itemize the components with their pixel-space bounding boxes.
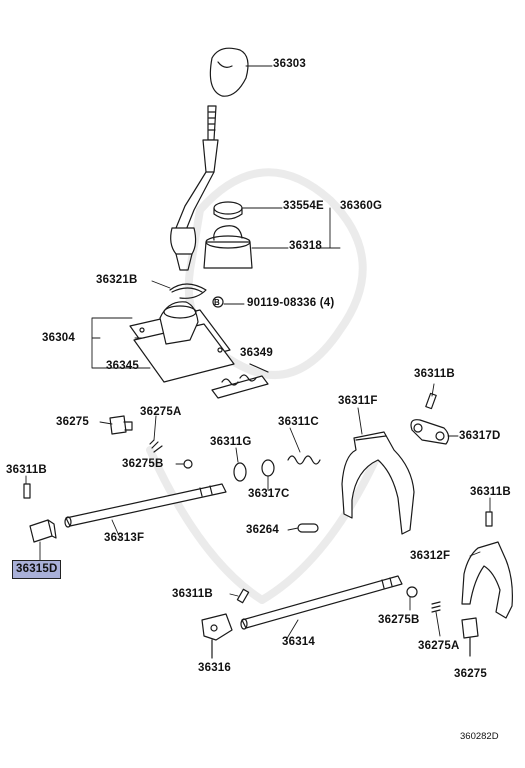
part-36321b bbox=[169, 283, 207, 299]
label-36303: 36303 bbox=[273, 58, 306, 70]
ring-36311g bbox=[233, 462, 247, 482]
ball-36275b bbox=[183, 459, 193, 469]
part-36349 bbox=[211, 363, 269, 399]
label-36313f: 36313F bbox=[104, 532, 145, 544]
pin-36311b-a bbox=[425, 392, 437, 410]
part-36318 bbox=[203, 225, 253, 269]
shaft-36313f bbox=[64, 483, 227, 528]
label-36311b-b: 36311B bbox=[6, 464, 47, 476]
label-36318: 36318 bbox=[289, 240, 322, 252]
label-36321b: 36321B bbox=[96, 274, 138, 286]
pin-36311b-b bbox=[23, 483, 31, 499]
spring-36311c bbox=[287, 455, 321, 465]
pin-36311b-d bbox=[485, 511, 493, 527]
label-36311g: 36311G bbox=[210, 436, 252, 448]
label-33554e: 33554E bbox=[283, 200, 324, 212]
ball-36275b-right bbox=[406, 586, 418, 598]
label-36311c: 36311C bbox=[278, 416, 319, 428]
part-36304-housing bbox=[129, 301, 235, 383]
shift-knob bbox=[209, 47, 249, 97]
leaders-bottom bbox=[25, 383, 491, 641]
label-36264: 36264 bbox=[246, 524, 279, 536]
leaders-top bbox=[91, 65, 341, 369]
part-36315d bbox=[29, 519, 57, 543]
part-36312f bbox=[461, 541, 513, 619]
label-36304: 36304 bbox=[42, 332, 75, 344]
label-36312f: 36312F bbox=[410, 550, 451, 562]
label-36314: 36314 bbox=[282, 636, 315, 648]
label-36311f: 36311F bbox=[338, 395, 378, 407]
part-36316 bbox=[201, 613, 233, 659]
bolt-marker-letter: B bbox=[214, 298, 220, 307]
illustration-code: 360282D bbox=[460, 731, 499, 742]
label-36311b-d: 36311B bbox=[470, 486, 511, 498]
spring-36275a bbox=[149, 439, 163, 453]
label-36275a-a: 36275A bbox=[140, 406, 182, 418]
pin-36264 bbox=[297, 523, 319, 533]
label-90119: 90119-08336 (4) bbox=[247, 297, 335, 309]
label-36315d-highlighted[interactable]: 36315D bbox=[12, 560, 62, 579]
part-36317d bbox=[410, 419, 450, 445]
label-36275b-a: 36275B bbox=[122, 458, 164, 470]
bolt-marker bbox=[212, 296, 224, 308]
pin-36311b-c bbox=[236, 588, 250, 604]
label-36316: 36316 bbox=[198, 662, 231, 674]
washer-36317c bbox=[261, 459, 275, 477]
label-36275b-b: 36275B bbox=[378, 614, 420, 626]
part-36275-left bbox=[109, 415, 133, 435]
label-36275-b: 36275 bbox=[454, 668, 487, 680]
label-36317c: 36317C bbox=[248, 488, 290, 500]
label-36311b-a: 36311B bbox=[414, 368, 455, 380]
part-36311f bbox=[341, 431, 415, 535]
label-36349: 36349 bbox=[240, 347, 273, 359]
label-36311b-c: 36311B bbox=[172, 588, 213, 600]
label-36275a-b: 36275A bbox=[418, 640, 460, 652]
spring-36275a-right bbox=[431, 601, 441, 613]
part-33554e bbox=[213, 201, 243, 220]
shift-lever bbox=[170, 105, 219, 271]
label-36275-a: 36275 bbox=[56, 416, 89, 428]
label-36360g: 36360G bbox=[340, 200, 383, 212]
label-36345: 36345 bbox=[106, 360, 139, 372]
part-36275-right bbox=[461, 617, 479, 657]
label-36317d: 36317D bbox=[459, 430, 501, 442]
shaft-36314 bbox=[240, 575, 403, 630]
